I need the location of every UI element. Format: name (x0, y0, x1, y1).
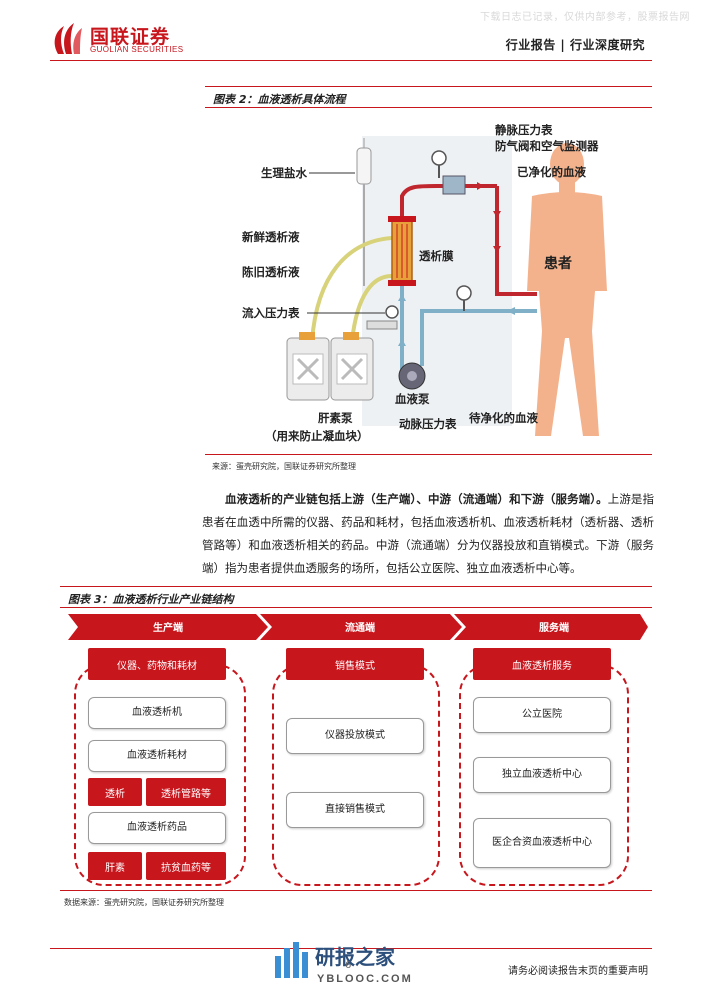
hemodialysis-diagram: 生理盐水 新鲜透析液 陈旧透析液 流入压力表 肝素泵 （用来防止凝血块） 血液泵… (242, 123, 607, 443)
label-blood-pump: 血液泵 (395, 392, 430, 406)
stage-chevron-midstream (260, 614, 462, 640)
consumable-dialyzer: 透析 (88, 778, 142, 806)
upstream-header: 仪器、药物和耗材 (88, 648, 226, 680)
downstream-item-jv-center: 医企合资血液透析中心 (473, 818, 611, 868)
figure2-title-bar: 图表 2：血液透析具体流程 (205, 86, 652, 108)
old-dialysate-tube (350, 274, 393, 342)
label-arterial-gauge: 动脉压力表 (399, 417, 457, 431)
body-lead: 血液透析的产业链包括上游（生产端）、中游（流通端）和下游（服务端）。 (225, 492, 608, 506)
watermark-text-cn: 研报之家 (315, 945, 396, 969)
label-venous-gauge: 静脉压力表 (495, 123, 553, 137)
yanbao-watermark-logo-icon: 研报之家 YBLOOC.COM (275, 942, 413, 985)
body-paragraph: 血液透析的产业链包括上游（生产端）、中游（流通端）和下游（服务端）。上游是指患者… (202, 488, 654, 580)
arterial-gauge-icon (456, 285, 472, 311)
fresh-dialysate-tube (310, 236, 393, 342)
figure3-title-bar: 图表 3：血液透析行业产业链结构 (60, 586, 652, 608)
flow-arrows-icon (398, 294, 515, 346)
label-inflow-gauge: 流入压力表 (242, 306, 300, 320)
midstream-group (272, 664, 440, 886)
dialysis-machine-panel (362, 136, 512, 426)
label-dialyzer: 透析膜 (419, 249, 454, 263)
figure3-divider (60, 890, 652, 891)
drug-anti-anemia: 抗贫血药等 (146, 852, 226, 880)
footer-divider (50, 948, 652, 949)
label-old-dialysate: 陈旧透析液 (242, 265, 300, 279)
return-arrows-icon (477, 182, 501, 253)
upstream-item-machine: 血液透析机 (88, 697, 226, 729)
top-watermark: 下载日志已记录，仅供内部参考，股票报告网 (480, 12, 690, 23)
label-heparin-pump: 肝素泵 (318, 411, 353, 425)
midstream-item-direct-sales: 直接销售模式 (286, 792, 424, 828)
body-text: 上游是指患者在血透中所需的仪器、药品和耗材，包括血液透析机、血液透析耗材（透析器… (202, 492, 655, 575)
dialysate-canister-old-icon (330, 332, 374, 401)
brand-name-cn: 国联证券 (90, 26, 171, 48)
stage-chevron-downstream (454, 614, 648, 640)
stage-label-downstream: 服务端 (539, 621, 569, 634)
upstream-item-drugs: 血液透析药品 (88, 812, 226, 844)
figure2-divider (205, 454, 652, 455)
patient-silhouette-icon (527, 143, 607, 436)
purified-blood-tube (400, 184, 497, 216)
figure2-title: 图表 2：血液透析具体流程 (213, 93, 346, 106)
air-detector-icon (442, 175, 466, 195)
stage-chevron-bar: 生产端 流通端 服务端 (68, 614, 648, 640)
blood-pump-icon (398, 362, 426, 390)
figure2-source: 来源：蛋壳研究院，国联证券研究所整理 (212, 462, 356, 471)
consumable-tubing: 透析管路等 (146, 778, 226, 806)
stage-label-upstream: 生产端 (153, 621, 183, 634)
footer-disclaimer: 请务必阅读报告末页的重要声明 (508, 966, 648, 977)
watermark-text-en: YBLOOC.COM (317, 973, 413, 985)
downstream-item-public-hospital: 公立医院 (473, 697, 611, 733)
venous-gauge-icon (431, 150, 447, 178)
figure3-source: 数据来源：蛋壳研究院，国联证券研究所整理 (64, 898, 224, 907)
header-divider (50, 60, 652, 61)
label-patient: 患者 (544, 255, 572, 272)
upstream-item-consumables: 血液透析耗材 (88, 740, 226, 772)
downstream-header: 血液透析服务 (473, 648, 611, 680)
downstream-item-independent-center: 独立血液透析中心 (473, 757, 611, 793)
inflow-gauge-icon (366, 305, 399, 330)
dialysate-canister-fresh-icon (286, 332, 330, 401)
brand-name-en: GUOLIAN SECURITIES (90, 45, 184, 54)
page-number: 6 (345, 960, 352, 971)
figure3-title: 图表 3：血液透析行业产业链结构 (68, 593, 234, 606)
label-purified: 已净化的血液 (517, 165, 586, 179)
report-type: 行业报告 | 行业深度研究 (505, 38, 645, 52)
dialyzer-icon (388, 216, 416, 286)
label-air-detector: 防气阀和空气监测器 (495, 139, 599, 153)
midstream-item-placement: 仪器投放模式 (286, 718, 424, 754)
label-fresh-dialysate: 新鲜透析液 (242, 230, 300, 244)
midstream-header: 销售模式 (286, 648, 424, 680)
label-heparin-note: （用来防止凝血块） (265, 429, 369, 443)
stage-chevron-upstream (68, 614, 268, 640)
label-to-purify: 待净化的血液 (469, 411, 538, 425)
guolian-logo-icon (54, 23, 82, 54)
stage-label-midstream: 流通端 (345, 621, 375, 634)
label-saline: 生理盐水 (261, 166, 307, 180)
drug-heparin: 肝素 (88, 852, 142, 880)
saline-bag-icon (356, 138, 372, 286)
